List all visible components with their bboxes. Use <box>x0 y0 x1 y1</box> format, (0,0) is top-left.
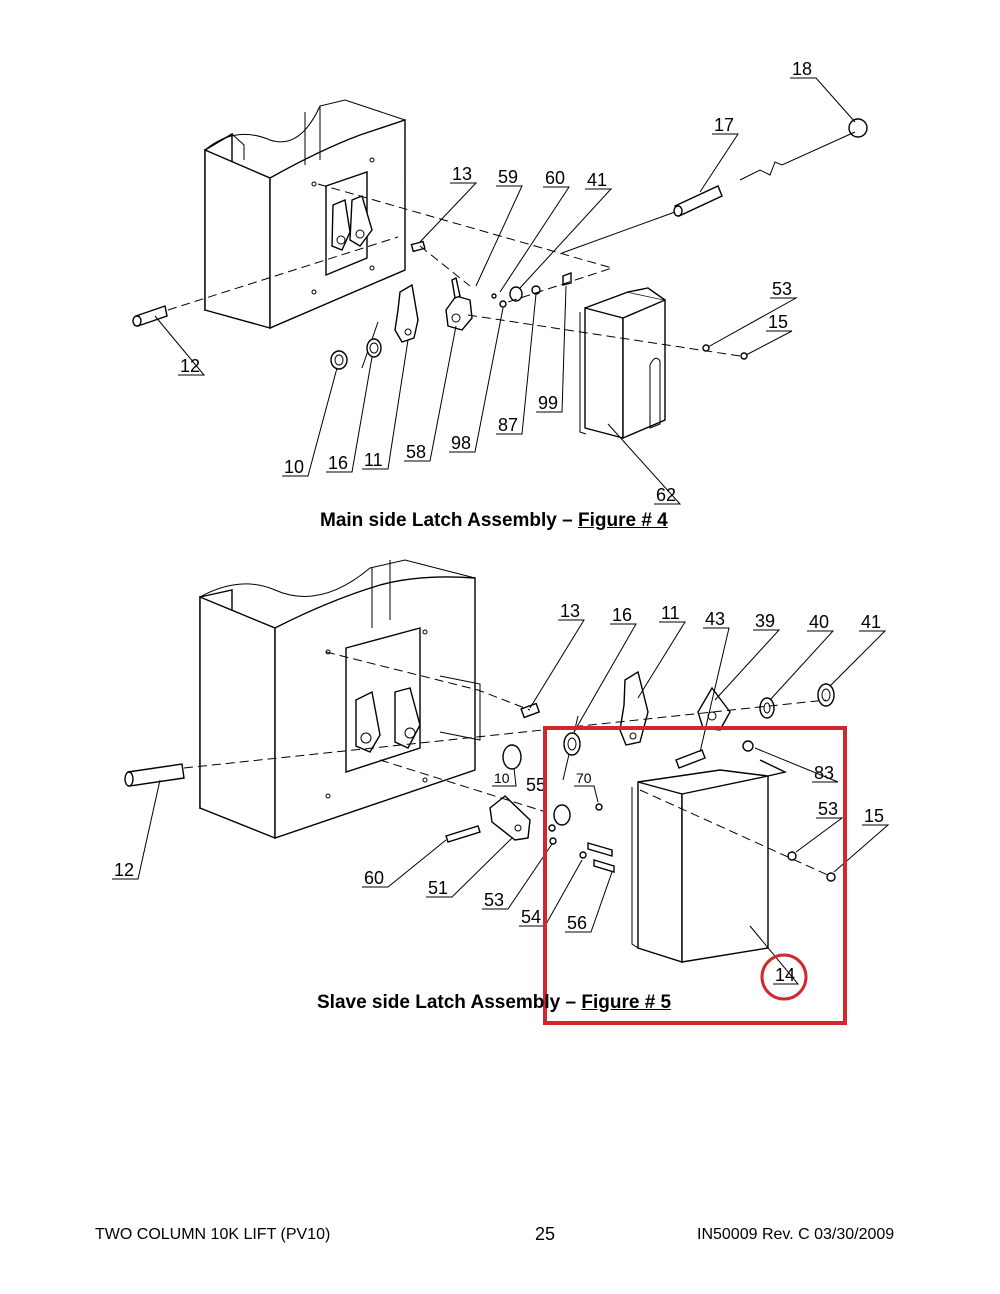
callout-41: 41 <box>587 170 607 190</box>
main-column-housing <box>204 99 406 330</box>
page-number: 25 <box>535 1224 556 1244</box>
callout-15: 15 <box>864 806 884 826</box>
figure-4-callouts: 18 17 13 59 60 41 53 15 12 99 87 98 58 1… <box>180 59 812 505</box>
callout-15: 15 <box>768 312 788 332</box>
figure-5-callouts: 13 16 11 43 39 40 41 83 53 15 12 10 55 7… <box>114 601 884 985</box>
part-12-pin <box>132 305 168 327</box>
callout-83: 83 <box>814 763 834 783</box>
callout-58: 58 <box>406 442 426 462</box>
part-62-cover <box>579 287 666 440</box>
highlight-circle <box>760 953 808 1001</box>
callout-70: 70 <box>576 770 592 786</box>
callout-14: 14 <box>775 965 795 985</box>
callout-43: 43 <box>705 609 725 629</box>
part-14-cover <box>631 759 788 963</box>
highlight-box <box>543 726 847 1025</box>
figure-5-caption-text: Slave side Latch Assembly – <box>317 992 582 1013</box>
callout-53: 53 <box>772 279 792 299</box>
callout-18: 18 <box>792 59 812 79</box>
callout-12: 12 <box>180 356 200 376</box>
callout-60: 60 <box>545 168 565 188</box>
callout-13: 13 <box>560 601 580 621</box>
callout-55: 55 <box>526 775 546 795</box>
callout-53: 53 <box>818 799 838 819</box>
callout-62: 62 <box>656 485 676 505</box>
figure-5-drawing: 13 16 11 43 39 40 41 83 53 15 12 10 55 7… <box>112 559 890 985</box>
callout-54: 54 <box>521 907 541 927</box>
callout-51: 51 <box>428 878 448 898</box>
callout-87: 87 <box>498 415 518 435</box>
figure-4-ref: Figure # 4 <box>578 510 668 531</box>
figure-5-caption: Slave side Latch Assembly – Figure # 5 <box>317 992 671 1014</box>
callout-39: 39 <box>755 611 775 631</box>
callout-59: 59 <box>498 167 518 187</box>
callout-56: 56 <box>567 913 587 933</box>
callout-10: 10 <box>494 770 510 786</box>
callout-16: 16 <box>612 605 632 625</box>
callout-13: 13 <box>452 164 472 184</box>
callout-99: 99 <box>538 393 558 413</box>
callout-16: 16 <box>328 453 348 473</box>
figure-4-caption-text: Main side Latch Assembly – <box>320 510 578 531</box>
callout-11: 11 <box>364 450 383 470</box>
highlight-annotation <box>543 726 847 1025</box>
figure-4-drawing: 18 17 13 59 60 41 53 15 12 99 87 98 58 1… <box>132 59 868 505</box>
footer-left: TWO COLUMN 10K LIFT (PV10) <box>95 1226 331 1243</box>
figure-5-leaders <box>112 619 890 985</box>
figure-4-leaders <box>154 77 856 505</box>
figure-4-caption: Main side Latch Assembly – Figure # 4 <box>320 510 668 532</box>
callout-60: 60 <box>364 868 384 888</box>
callout-98: 98 <box>451 433 471 453</box>
callout-41: 41 <box>861 612 881 632</box>
callout-53b: 53 <box>484 890 504 910</box>
callout-10: 10 <box>284 457 304 477</box>
slave-column-housing <box>199 559 476 840</box>
callout-40: 40 <box>809 612 829 632</box>
figure-5-ref: Figure # 5 <box>581 992 672 1013</box>
callout-12: 12 <box>114 860 134 880</box>
callout-11: 11 <box>661 603 680 623</box>
callout-17: 17 <box>714 115 734 135</box>
footer-right: IN50009 Rev. C 03/30/2009 <box>697 1226 895 1243</box>
